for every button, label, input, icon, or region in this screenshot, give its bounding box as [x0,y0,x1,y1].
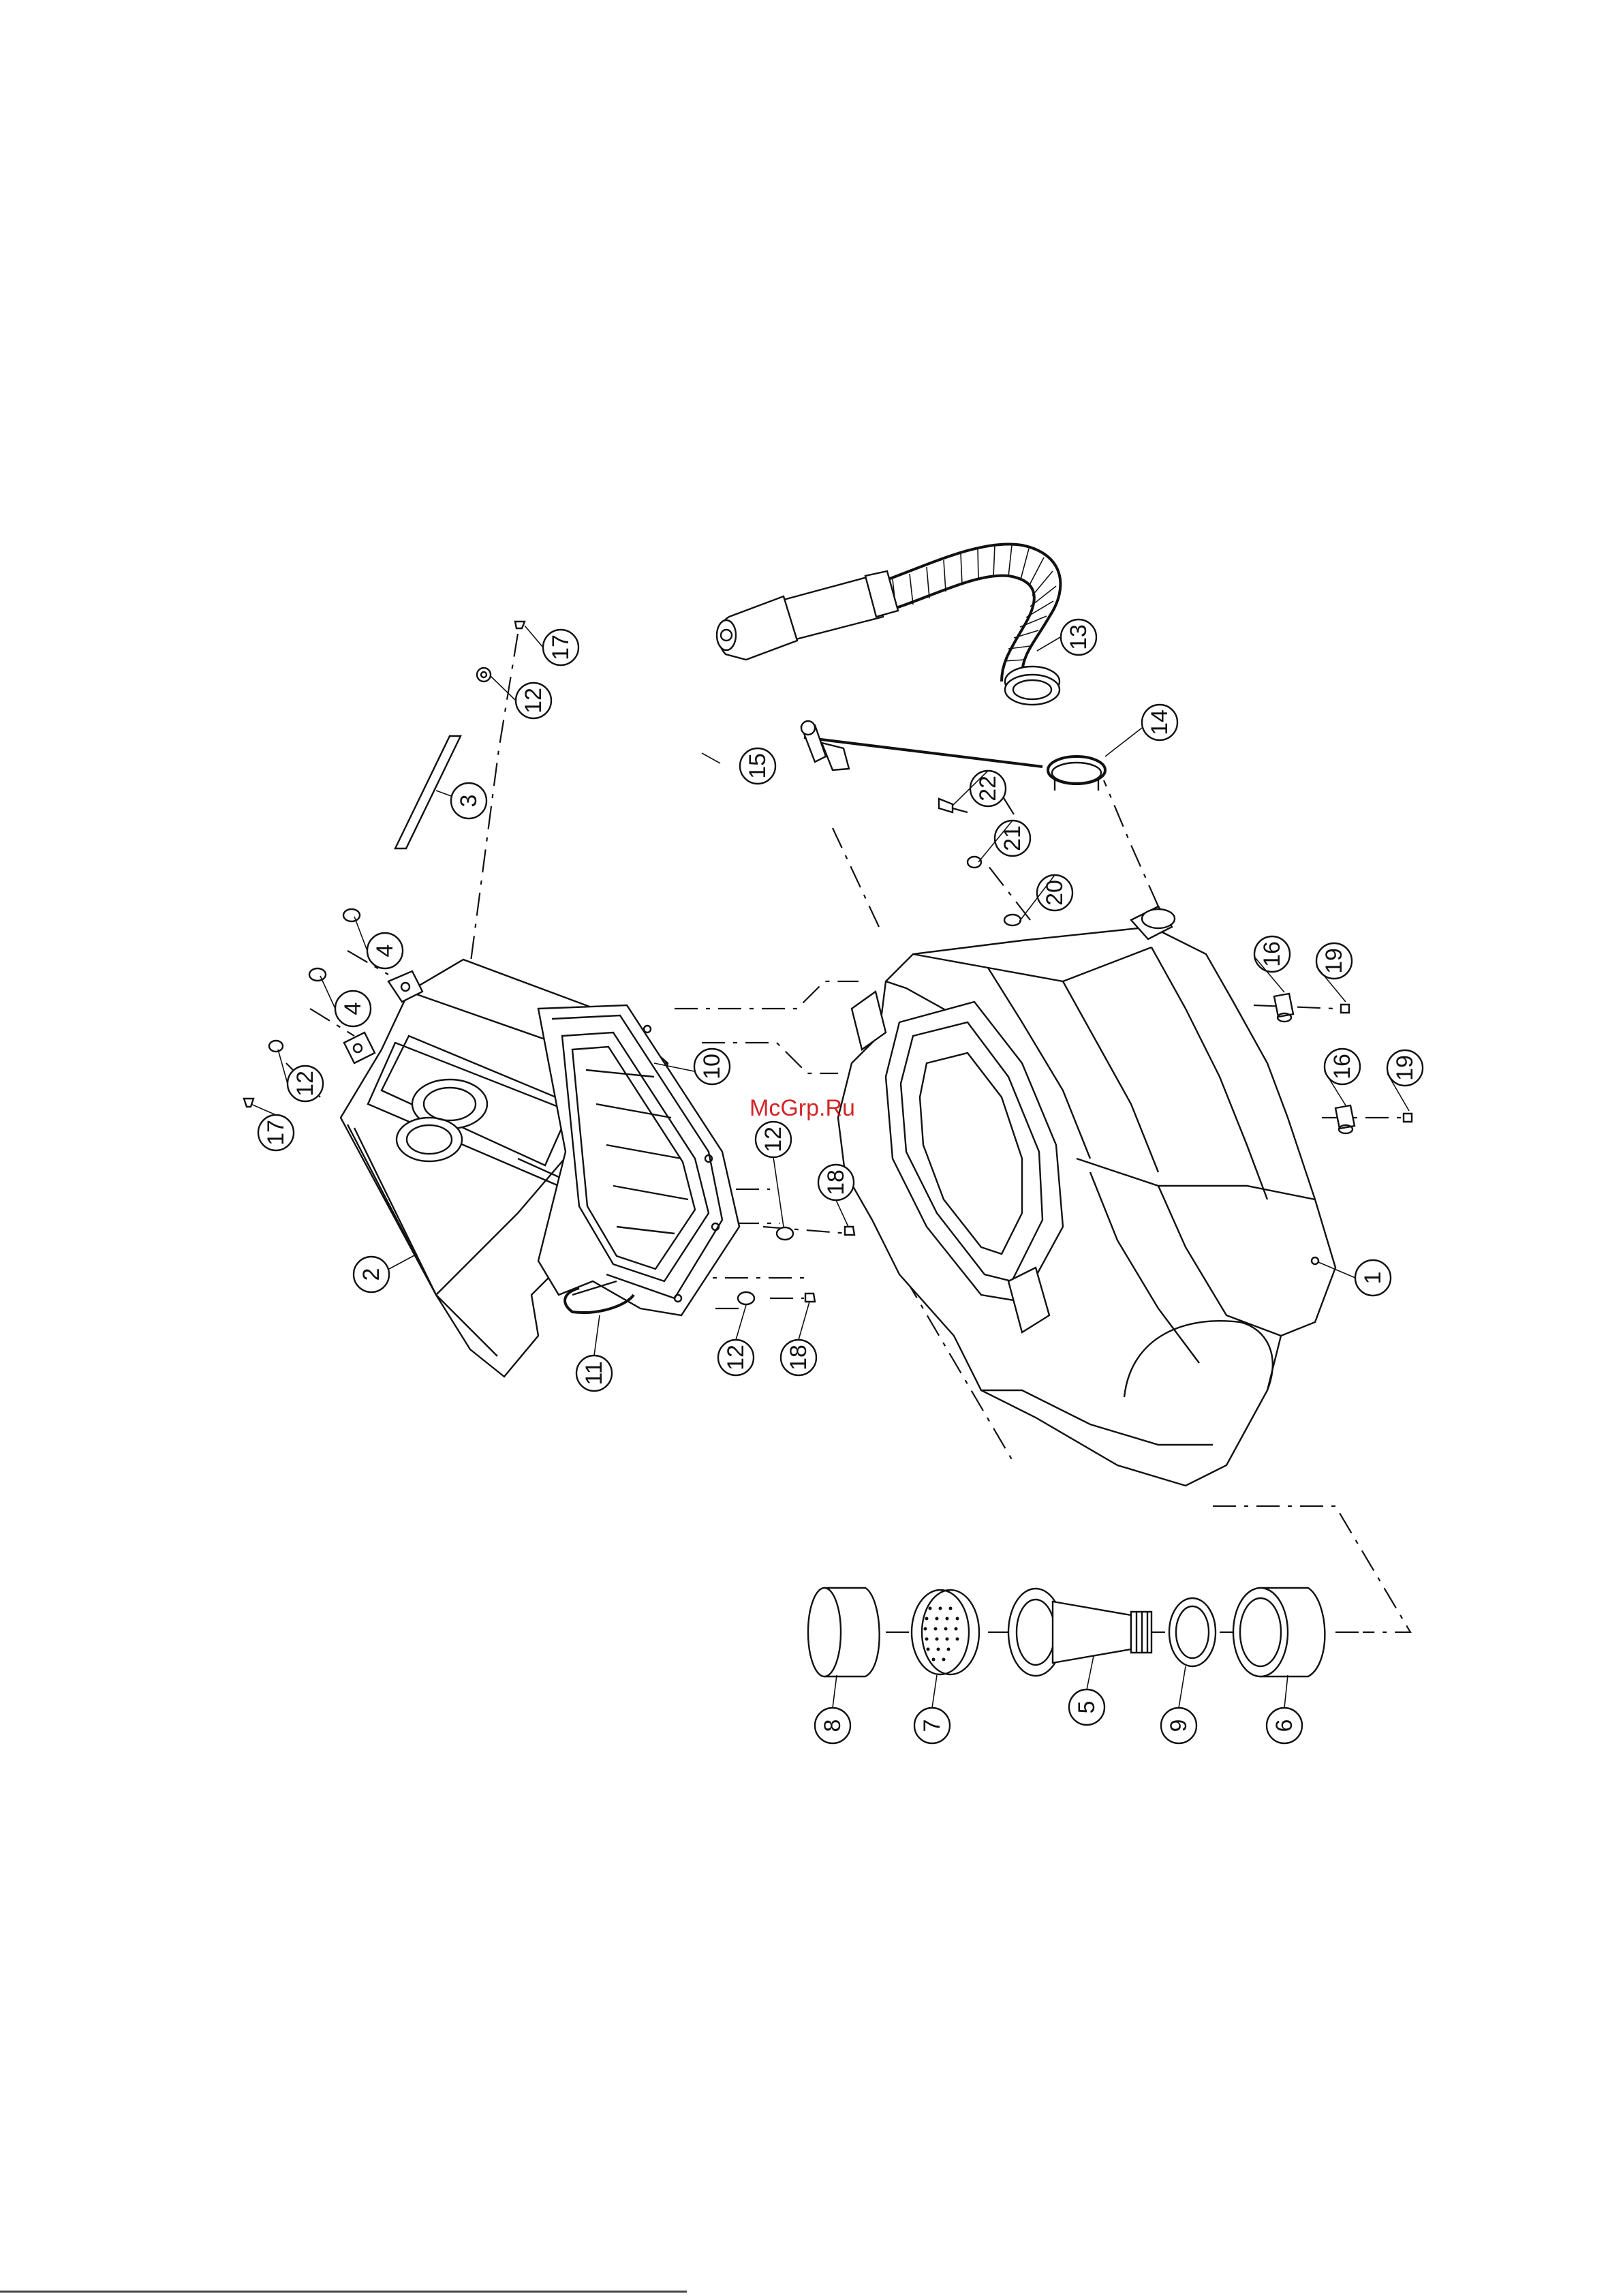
callout-12-left: 12 [288,1066,323,1101]
callout-1: 1 [1355,1260,1391,1296]
callout-10: 10 [694,1049,730,1084]
callout-4b-label: 4 [340,1002,366,1015]
callout-16-top: 16 [1254,936,1290,972]
callout-13: 13 [1061,619,1096,655]
callout-4a: 4 [367,933,403,968]
callout-16-bottom-label: 16 [1329,1054,1355,1080]
callout-16-top-label: 16 [1259,941,1285,967]
callout-17-bottom: 17 [258,1115,294,1150]
hose-clamp [1048,756,1105,791]
callout-20: 20 [1037,875,1072,910]
watermark-text: McGrp.Ru [749,1095,855,1121]
callout-14-label: 14 [1147,709,1173,735]
callout-12-left-label: 12 [292,1071,318,1097]
callout-10-label: 10 [699,1054,725,1080]
callout-11: 11 [576,1356,612,1391]
callout-5-label: 5 [1074,1701,1100,1714]
callout-17-top-label: 17 [548,634,574,660]
callout-12-top-label: 12 [521,688,546,714]
callout-19-top-label: 19 [1321,948,1347,974]
callout-8: 8 [815,1708,850,1743]
callout-20-label: 20 [1042,880,1068,906]
callout-21: 21 [995,821,1030,856]
callout-18-bottom-label: 18 [786,1345,812,1371]
callout-3-label: 3 [456,795,482,808]
callout-12-center-label: 12 [760,1127,786,1152]
callout-12-center: 12 [756,1122,791,1157]
callout-17-bottom-label: 17 [263,1120,289,1146]
callout-11-label: 11 [581,1361,607,1385]
bottom-rule [0,2291,687,2293]
main-tank-body [838,906,1335,1486]
callout-4b: 4 [335,991,371,1026]
callout-1-label: 1 [1360,1272,1386,1285]
callout-7-label: 7 [919,1719,945,1732]
callout-2: 2 [354,1257,389,1292]
callout-2-label: 2 [358,1268,384,1281]
hose-assembly [717,544,1060,705]
outlet-filter-set [808,1588,1325,1677]
callout-15: 15 [740,748,775,784]
callout-5: 5 [1069,1689,1104,1725]
callout-18-bottom: 18 [781,1340,816,1375]
callout-14: 14 [1142,705,1177,740]
callout-9-label: 9 [1166,1719,1192,1732]
callout-18-center: 18 [818,1165,854,1200]
callout-15-label: 15 [745,753,771,779]
callout-17-top: 17 [543,630,578,665]
callout-19-bottom-label: 19 [1392,1055,1418,1081]
callout-7: 7 [914,1708,950,1743]
callout-21-label: 21 [1000,825,1025,851]
center-fasteners [738,1227,854,1304]
callout-4a-label: 4 [372,945,398,958]
callout-6-label: 6 [1271,1719,1297,1732]
callout-12-top: 12 [516,683,551,718]
callout-13-label: 13 [1066,624,1092,650]
callout-12-bottom-label: 12 [723,1345,749,1371]
callout-9: 9 [1161,1708,1196,1743]
callout-19-bottom: 19 [1387,1050,1423,1086]
callout-8-label: 8 [820,1719,846,1732]
callout-22: 22 [970,771,1006,806]
callout-3: 3 [451,783,486,818]
screw-washer-stack [939,799,1021,925]
callout-6: 6 [1267,1708,1302,1743]
callout-18-center-label: 18 [823,1169,849,1195]
callout-12-bottom: 12 [718,1340,754,1375]
level-probe [801,721,1042,770]
